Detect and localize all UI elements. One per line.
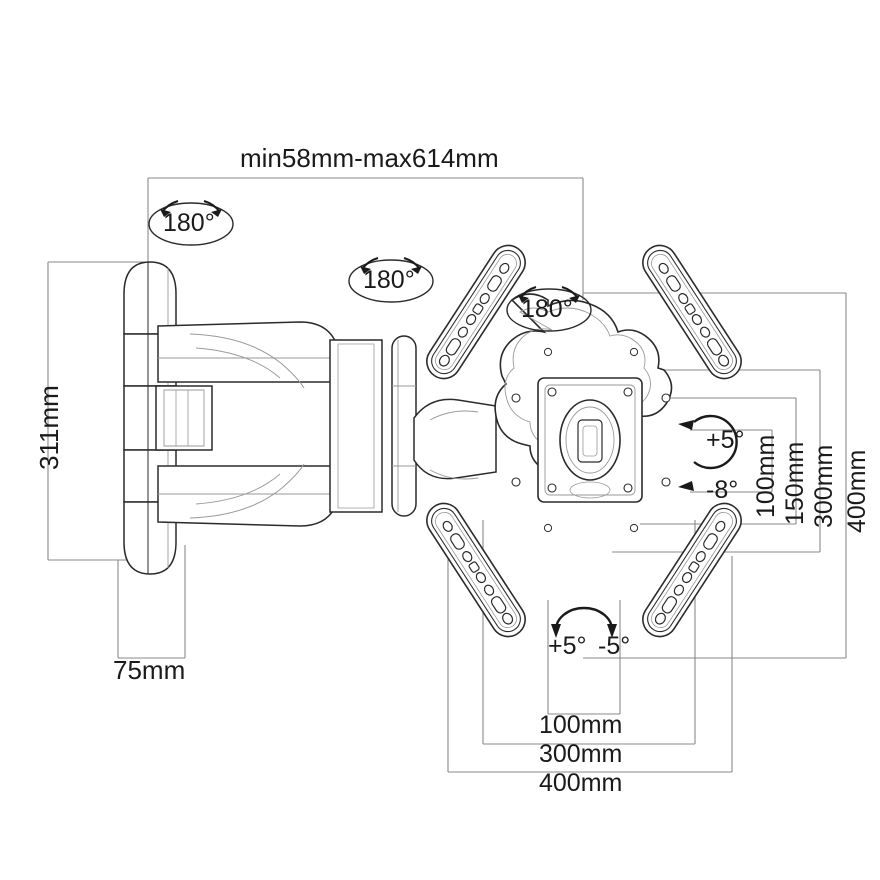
- swivel-badge-left-label: 180°: [163, 209, 215, 237]
- tilt-arc-indicator: [678, 414, 738, 491]
- swivel-badge-middle-label: 180°: [363, 266, 415, 294]
- extension-dimension-label: min58mm-max614mm: [240, 143, 499, 173]
- height-dimension-label: 311mm: [34, 385, 64, 470]
- vesa-vertical-400mm-label: 400mm: [843, 449, 871, 533]
- swivel-badge-left: [148, 200, 234, 246]
- vesa-mounting-plate: [494, 293, 673, 533]
- vesa-horizontal-100mm-label: 100mm: [539, 711, 623, 739]
- vesa-horizontal-300mm-label: 300mm: [539, 740, 623, 768]
- tilt-up-angle-label: +5°: [706, 426, 745, 454]
- tilt-down-angle-label: -8°: [706, 476, 739, 504]
- vesa-vertical-100mm-label: 100mm: [752, 434, 780, 518]
- rotate-right-angle-label: -5°: [598, 632, 631, 660]
- vesa-vertical-150mm-label: 150mm: [781, 441, 809, 525]
- wall-plate-and-arm-assembly: [123, 261, 497, 575]
- vesa-horizontal-400mm-label: 400mm: [539, 769, 623, 797]
- swivel-badge-middle: [348, 257, 434, 303]
- swivel-badge-right-label: 180°: [521, 295, 573, 323]
- rotate-left-angle-label: +5°: [548, 632, 587, 660]
- rotate-arc-indicator: [551, 606, 617, 638]
- vesa-arm-bottom-right: [636, 497, 747, 643]
- vesa-arm-bottom-left: [420, 497, 531, 643]
- swivel-badge-right: [506, 286, 592, 332]
- wall-plate-depth-label: 75mm: [113, 655, 186, 685]
- vesa-vertical-300mm-label: 300mm: [810, 444, 838, 528]
